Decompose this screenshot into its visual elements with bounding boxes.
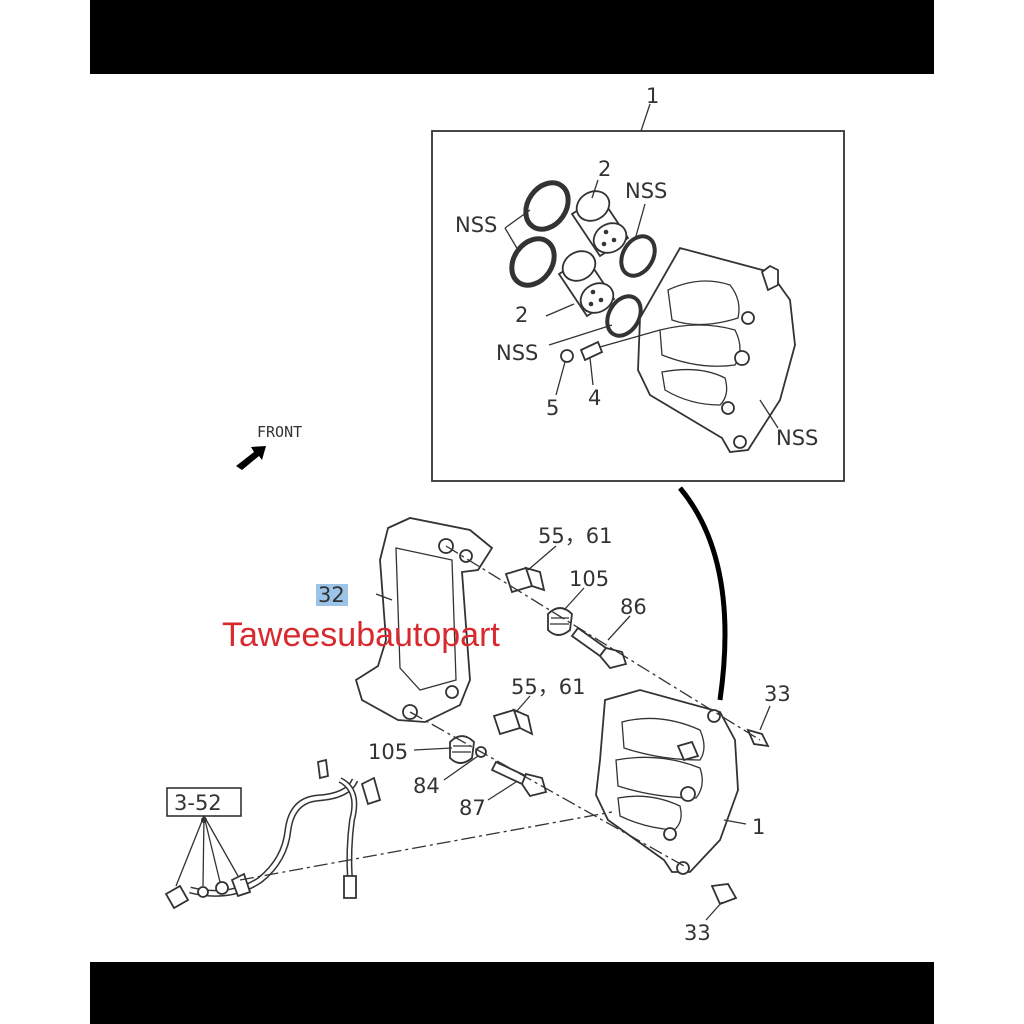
seal-ring-lower <box>509 236 557 288</box>
box-leaders <box>504 179 779 429</box>
bracket-bolt-upper <box>504 566 546 594</box>
label-bolt-right-lower: 33 <box>684 921 711 945</box>
bottom-black-bar <box>90 962 934 1024</box>
top-black-bar <box>90 0 934 74</box>
piston-upper <box>570 190 630 258</box>
label-nss-oring-upper: NSS <box>625 179 667 203</box>
caliper-bolt-upper <box>746 705 771 748</box>
label-bushing: 84 <box>413 774 440 798</box>
label-bracket: 32 <box>318 583 345 607</box>
label-front: FRONT <box>257 423 302 441</box>
label-boot-upper: 105 <box>569 567 609 591</box>
ref-box <box>166 787 242 817</box>
label-bolt-upper: 55，61 <box>538 524 612 548</box>
guide-boot-lower <box>449 735 475 764</box>
caliper-bolt-lower <box>705 883 738 921</box>
piston-lower <box>557 250 616 318</box>
label-assembly-top: 1 <box>646 84 659 108</box>
label-cap: 5 <box>546 396 559 420</box>
guide-pin-lower <box>490 760 548 798</box>
label-caliper-main: 1 <box>752 815 765 839</box>
label-ref-box: 3-52 <box>174 791 222 815</box>
assembly-lines <box>239 545 761 881</box>
watermark-text: Taweesubautopart <box>222 616 500 654</box>
label-piston-lower: 2 <box>515 303 528 327</box>
caliper-body-detail <box>637 246 796 453</box>
o-ring-lower <box>605 294 643 338</box>
guide-boot-upper <box>547 607 573 636</box>
bleeder-cap <box>560 349 574 363</box>
label-bolt-right-upper: 33 <box>764 682 791 706</box>
label-bleeder: 4 <box>588 386 601 410</box>
lower-leaders <box>375 545 747 825</box>
label-boot-lower: 105 <box>368 740 408 764</box>
label-nss-seals: NSS <box>455 213 497 237</box>
caliper-bracket <box>354 517 494 723</box>
curved-arrow <box>678 486 728 701</box>
label-nss-oring-lower: NSS <box>496 341 538 365</box>
bracket-bolt-lower <box>492 708 534 736</box>
guide-pin-upper <box>570 626 628 670</box>
o-ring-upper <box>619 234 657 278</box>
caliper-main <box>595 689 739 875</box>
front-arrow-icon <box>236 446 266 470</box>
label-pin-lower: 87 <box>459 796 486 820</box>
bracket-label-highlight <box>316 584 348 606</box>
label-nss-body: NSS <box>776 426 818 450</box>
leader-assembly-top <box>640 103 651 132</box>
label-piston-upper: 2 <box>598 157 611 181</box>
seal-ring-upper <box>523 180 571 232</box>
brake-hose <box>164 758 382 910</box>
detail-box <box>431 130 845 482</box>
label-bolt-lower: 55，61 <box>511 675 585 699</box>
label-pin-upper: 86 <box>620 595 647 619</box>
ref-box-leaders <box>175 815 239 887</box>
bleeder-screw <box>579 329 661 362</box>
